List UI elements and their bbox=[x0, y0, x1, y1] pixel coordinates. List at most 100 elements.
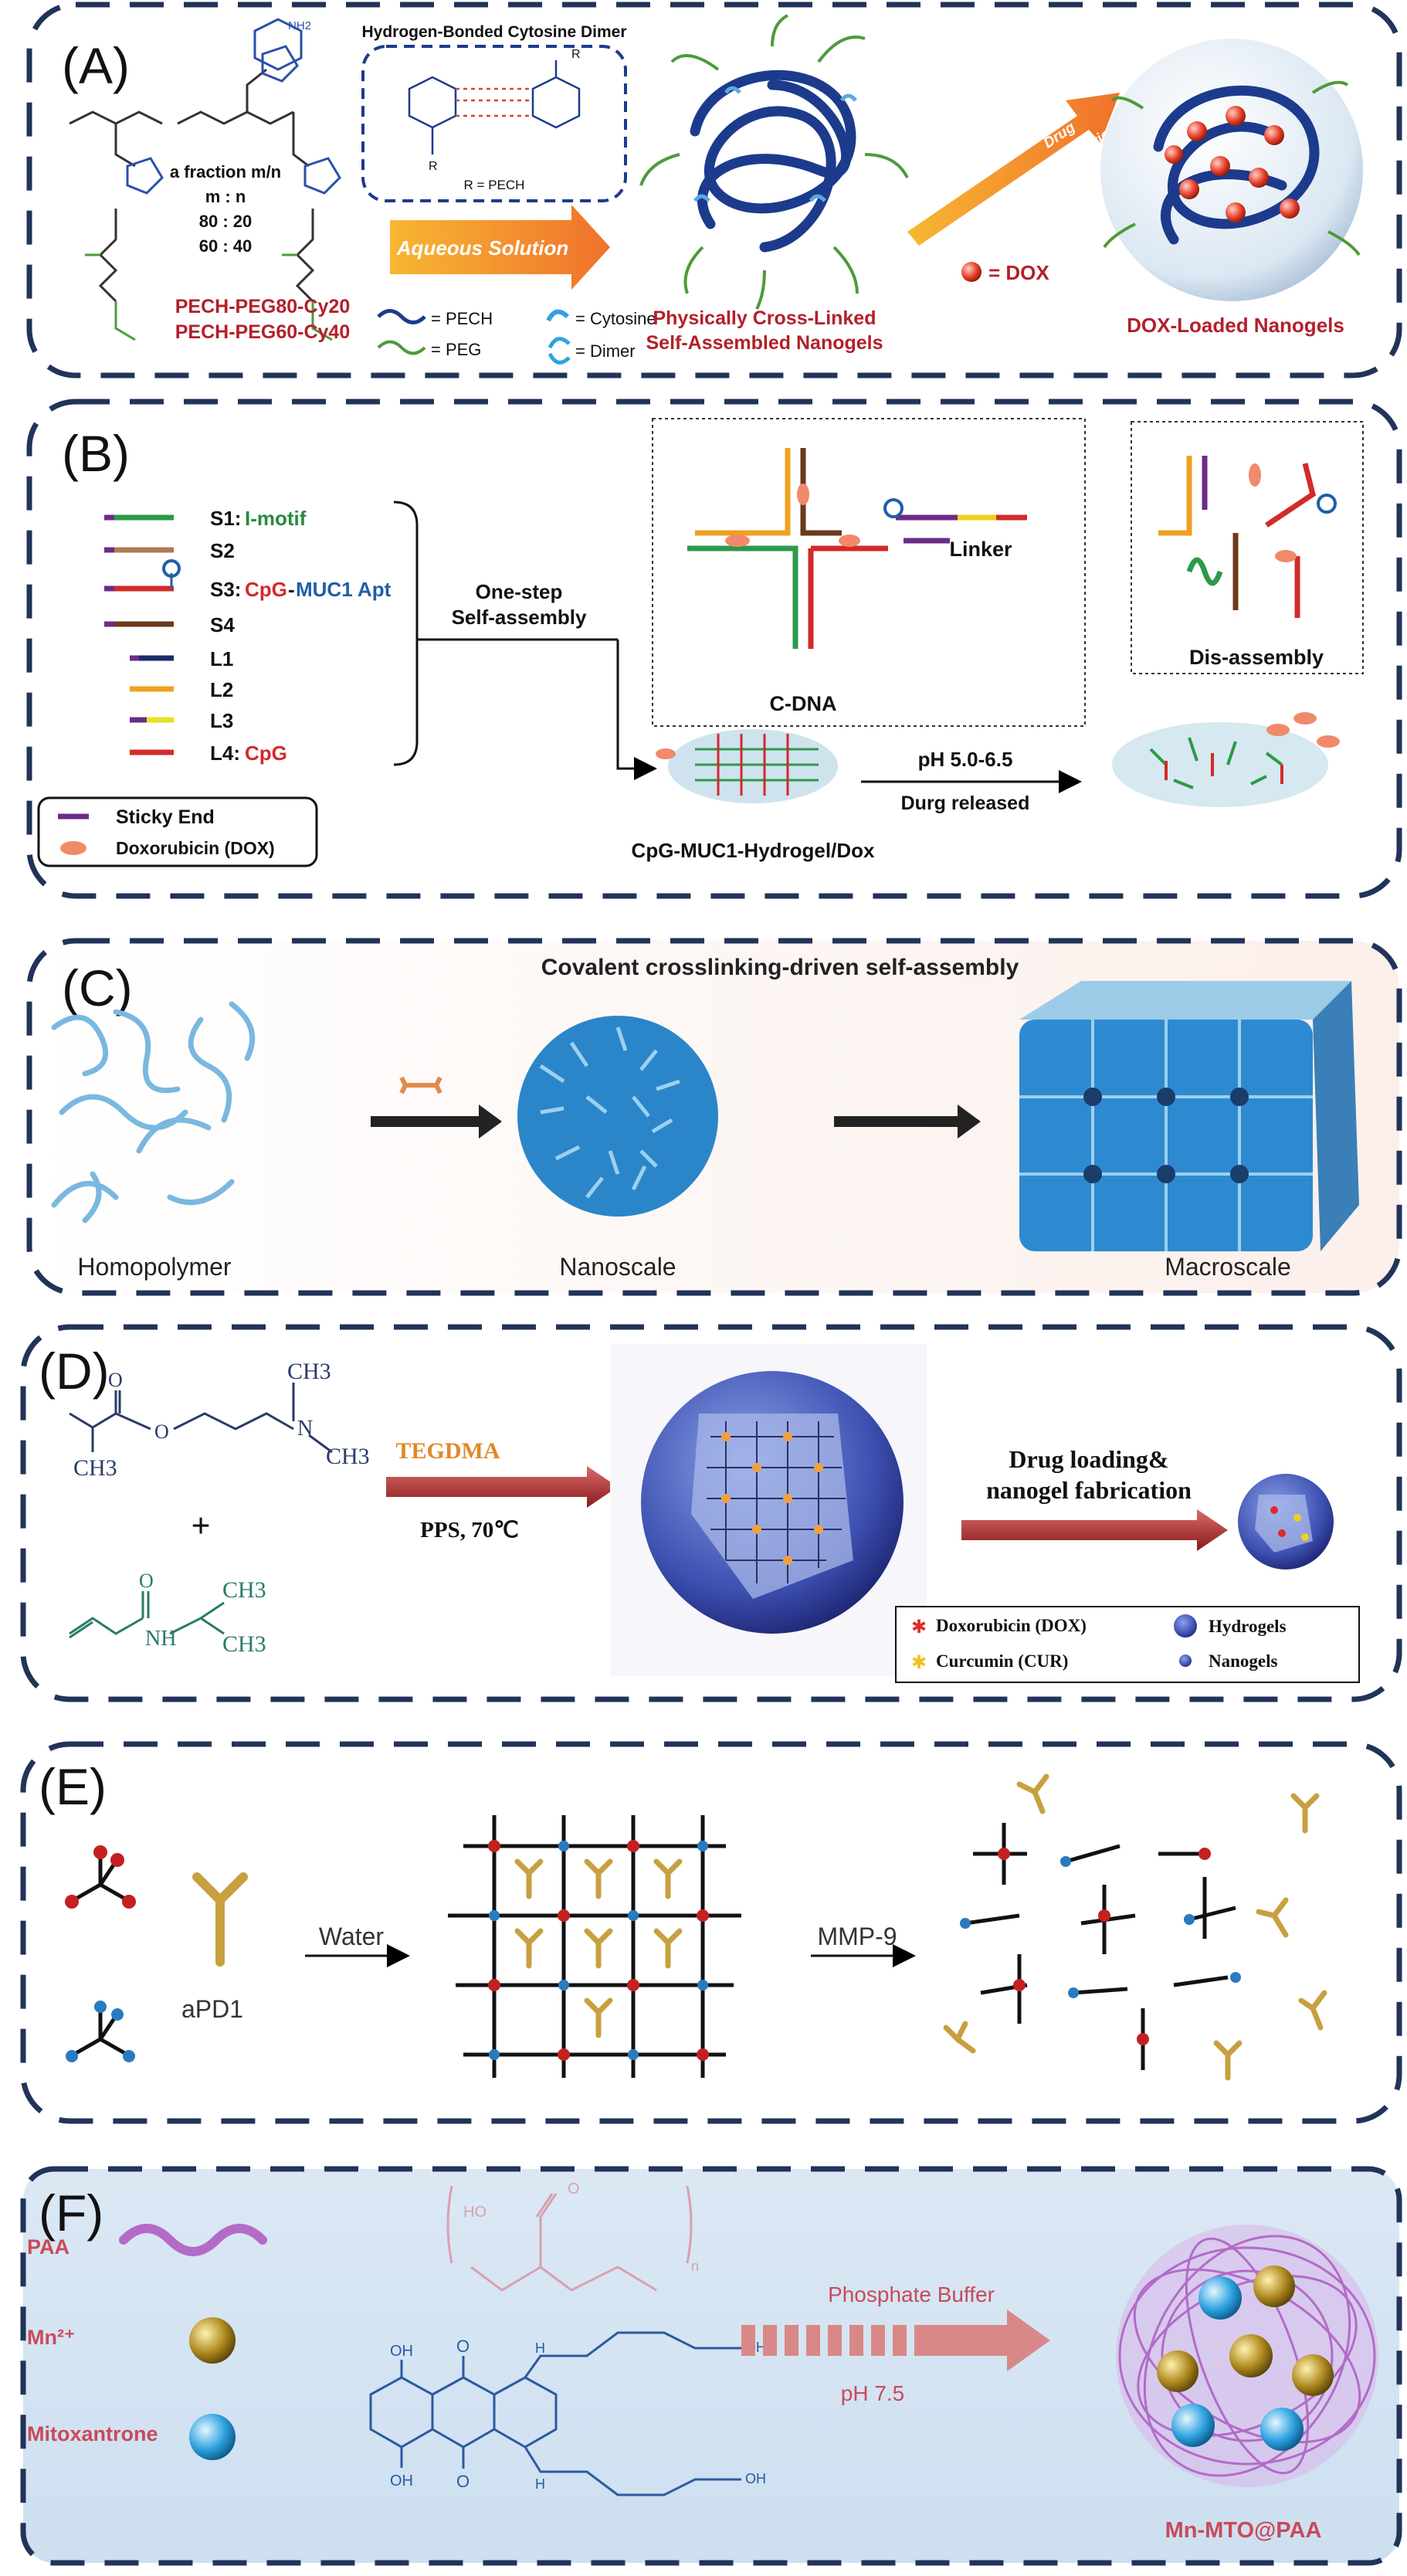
macroscale-block bbox=[1019, 981, 1359, 1251]
d-ch3-2: CH3 bbox=[326, 1444, 370, 1469]
released-antibodies bbox=[943, 1773, 1327, 2081]
s1-label: S1: bbox=[210, 507, 241, 530]
apd1-antibody-icon bbox=[192, 1872, 248, 1967]
disassembly-aptamer-icon bbox=[1317, 494, 1337, 514]
dis-dox-1 bbox=[1249, 463, 1261, 487]
water-label: Water bbox=[319, 1923, 385, 1950]
panel-f-frame bbox=[20, 2166, 1402, 2566]
encapsulated-antibodies bbox=[514, 1858, 683, 2038]
nanogel-label-1: Physically Cross-Linked bbox=[653, 307, 876, 329]
cdna-dox-2 bbox=[797, 484, 809, 505]
degraded-nodes-red bbox=[998, 1848, 1211, 2045]
peg-star-red bbox=[72, 1854, 129, 1902]
hydrogel-network-e bbox=[448, 1815, 741, 2078]
dox-ellipse-icon bbox=[60, 841, 86, 855]
peg-star-blue-ends bbox=[66, 2001, 135, 2062]
nipam-structure bbox=[69, 1591, 225, 1639]
buffer-label: Phosphate Buffer bbox=[828, 2282, 995, 2306]
hydrogel-cutaway bbox=[691, 1414, 853, 1599]
cdna-aptamer-icon bbox=[883, 498, 904, 518]
degraded-nodes-blue bbox=[960, 1856, 1241, 1998]
paa-structure bbox=[446, 2185, 693, 2292]
homopolymer-label: Homopolymer bbox=[77, 1253, 232, 1281]
f-o-paa: O bbox=[568, 2181, 580, 2198]
d-o-1: O bbox=[108, 1369, 123, 1391]
r-text-2: R bbox=[571, 48, 581, 61]
cdna-cross-structure bbox=[687, 448, 1027, 649]
pech-peg-cy-structure bbox=[69, 45, 341, 341]
polymer-2-label: PECH-PEG60-Cy40 bbox=[175, 321, 350, 343]
d-ch3-1: CH3 bbox=[287, 1359, 331, 1384]
f-oh-1: OH bbox=[390, 2343, 413, 2360]
cdna-dox-3 bbox=[839, 535, 860, 547]
cdna-label: C-DNA bbox=[770, 692, 837, 715]
strand-legend bbox=[104, 514, 174, 755]
l4-label: L4: bbox=[210, 742, 240, 765]
f-oh-4: OH bbox=[745, 2471, 766, 2486]
panel-a: (A) NH2 a fraction m/n m : n 80 : 20 60 … bbox=[26, 2, 1402, 378]
dimer-legend-icon bbox=[548, 337, 571, 365]
nanoscale-sphere bbox=[517, 1016, 718, 1217]
cdna-dox-1 bbox=[725, 535, 750, 547]
hydrogel-mesh bbox=[695, 734, 819, 796]
l3-label: L3 bbox=[210, 709, 233, 732]
s3-dash: - bbox=[288, 578, 295, 601]
d-n: N bbox=[297, 1417, 313, 1441]
network-nodes-red bbox=[488, 1840, 709, 2061]
s1-note: I-motif bbox=[245, 507, 307, 530]
d-legend-box bbox=[895, 1606, 1360, 1683]
crosslinker-icon bbox=[399, 1076, 442, 1095]
l1-label: L1 bbox=[210, 647, 233, 670]
dmaema-structure bbox=[69, 1383, 333, 1454]
s4-label: S4 bbox=[210, 613, 235, 636]
nanoscale-label: Nanoscale bbox=[559, 1253, 676, 1281]
panel-c: (C) Covalent crosslinking-driven self-as… bbox=[26, 938, 1402, 1296]
peg-star-blue bbox=[72, 2008, 129, 2057]
mitoxantrone-structure bbox=[369, 2331, 741, 2496]
pech-legend-icon bbox=[377, 309, 426, 324]
s2-label: S2 bbox=[210, 539, 235, 562]
ratio-1: 80 : 20 bbox=[199, 212, 253, 231]
mitoxantrone-icon bbox=[189, 2414, 236, 2460]
drug-loading-arrow bbox=[961, 1509, 1228, 1551]
hydrogel-dox-icon bbox=[656, 748, 676, 759]
r-note: R = PECH bbox=[464, 178, 525, 192]
mmp9-label: MMP-9 bbox=[817, 1923, 897, 1950]
d-legend-hydrogels: Hydrogels bbox=[1209, 1617, 1287, 1636]
cytosine-dimer-structure bbox=[408, 60, 581, 154]
s3-muc: MUC1 Apt bbox=[296, 578, 392, 601]
panel-e-label: (E) bbox=[39, 1758, 107, 1815]
ratio-header: m : n bbox=[205, 187, 246, 206]
released-label: Durg released bbox=[901, 792, 1030, 814]
degraded-network bbox=[965, 1823, 1236, 2070]
legend-cytosine: = Cytosine bbox=[575, 309, 656, 328]
pps-label: PPS, 70℃ bbox=[420, 1518, 519, 1543]
ratio-2: 60 : 40 bbox=[199, 236, 253, 256]
ph-label: pH 5.0-6.5 bbox=[918, 748, 1013, 771]
aptamer-icon bbox=[162, 559, 181, 578]
d-ch3-3: CH3 bbox=[73, 1455, 117, 1481]
d-ch3-4: CH3 bbox=[222, 1577, 266, 1603]
drug-loading-2: nanogel fabrication bbox=[986, 1476, 1192, 1504]
hydrogel-label: CpG-MUC1-Hydrogel/Dox bbox=[632, 839, 875, 862]
f-ho: HO bbox=[463, 2204, 487, 2221]
macroscale-label: Macroscale bbox=[1165, 1253, 1291, 1281]
legend-pech: = PECH bbox=[431, 309, 493, 328]
s3-label: S3: bbox=[210, 578, 241, 601]
panel-f: (F) PAA Mn²⁺ Mitoxantrone HO O n O O OH … bbox=[20, 2166, 1402, 2566]
f-o-2: O bbox=[456, 2472, 470, 2491]
paa-label: PAA bbox=[27, 2235, 70, 2259]
peg-star-red-ends bbox=[65, 1845, 136, 1909]
panel-a-frame bbox=[26, 2, 1402, 378]
f-o-1: O bbox=[456, 2337, 470, 2356]
panel-a-label: (A) bbox=[62, 37, 130, 94]
disassembly-label: Dis-assembly bbox=[1189, 646, 1324, 669]
peg-legend-icon bbox=[377, 340, 426, 355]
nanogel-cutaway bbox=[1255, 1495, 1313, 1553]
panel-d: (D) O O N CH3 CH3 CH3 + O NH CH3 CH3 TEG… bbox=[20, 1324, 1402, 1702]
disassembly-structure bbox=[1158, 456, 1316, 618]
loaded-particles bbox=[1157, 2265, 1334, 2451]
paa-chain-icon bbox=[119, 2224, 267, 2256]
product-label: Mn-MTO@PAA bbox=[1165, 2518, 1322, 2543]
